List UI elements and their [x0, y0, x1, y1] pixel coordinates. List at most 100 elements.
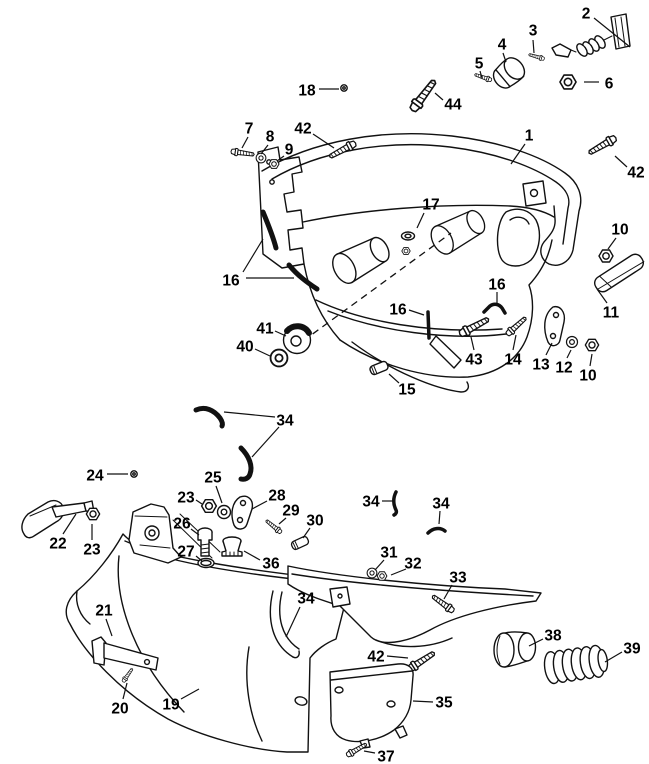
part-label-14-20: 14: [504, 352, 522, 369]
leader-line-part-25: [215, 485, 223, 504]
part-label-13-21: 13: [532, 357, 550, 374]
leader-line-part-34: [438, 510, 441, 525]
left-mount-bracket: [257, 146, 305, 269]
part-label-7-8: 7: [245, 121, 254, 138]
leader-line-part-34: [251, 426, 280, 458]
part-label-10-13: 10: [611, 222, 628, 239]
washer-part-8: [255, 152, 267, 164]
part-label-38-51: 38: [544, 628, 562, 645]
part-label-34-39: 34: [362, 494, 380, 511]
water-tube-guide-a: [332, 236, 390, 284]
leader-lines-layer: [62, 17, 631, 754]
leader-line-part-20: [122, 682, 128, 700]
leader-line-part-27: [195, 555, 203, 562]
mount-hole-17: [400, 231, 416, 256]
leader-line-part-19: [180, 688, 200, 700]
nut-part-23-right: [200, 498, 218, 514]
part-label-39-52: 39: [623, 641, 641, 658]
leader-line-part-32: [390, 568, 407, 576]
part-label-26-33: 26: [173, 516, 191, 533]
screw-part-7: [230, 147, 256, 159]
nut-part-6: [559, 74, 577, 90]
part-label-21-44: 21: [95, 603, 113, 620]
part-label-27-34: 27: [177, 544, 194, 561]
part-label-44-5: 44: [444, 97, 462, 114]
clip-16-right: [482, 302, 507, 315]
tube-34-upper-b: [238, 445, 254, 482]
grommet-part-24: [130, 470, 138, 478]
leader-line-part-15: [388, 373, 400, 384]
part-label-42-12: 42: [627, 165, 644, 182]
bellows-part-39: [543, 644, 609, 685]
leader-line-part-33: [443, 584, 453, 600]
sleeve-part-30: [289, 534, 311, 552]
leader-line-part-9: [276, 155, 285, 162]
part-label-16-17: 16: [389, 302, 407, 319]
inner-plate-part-35: [329, 663, 414, 749]
part-label-20-45: 20: [111, 701, 128, 718]
part-label-31-41: 31: [380, 545, 398, 562]
leader-line-part-35: [412, 700, 434, 703]
leader-line-part-5: [479, 70, 483, 79]
part-label-43-19: 43: [465, 352, 483, 369]
leader-line-part-41: [274, 330, 287, 337]
part-label-19-46: 19: [162, 697, 180, 714]
leader-line-part-11: [596, 288, 608, 304]
part-label-42-48: 42: [367, 649, 384, 666]
part-label-28-35: 28: [268, 488, 286, 505]
leader-line-part-38: [528, 638, 544, 647]
part-label-10-23: 10: [579, 368, 596, 385]
leader-line-part-10: [607, 237, 617, 250]
leader-line-part-14: [512, 334, 517, 351]
sleeve-part-38: [493, 631, 537, 668]
part-label-4-2: 4: [498, 37, 507, 54]
front-strut: [128, 503, 221, 564]
part-label-30-37: 30: [306, 513, 323, 530]
leader-line-part-42: [614, 155, 628, 168]
nut-part-32: [376, 571, 388, 581]
part-label-5-3: 5: [475, 56, 484, 73]
screw-part-29: [263, 517, 284, 536]
leader-line-part-43: [470, 336, 475, 351]
part-label-33-43: 33: [449, 570, 467, 587]
leader-line-part-16: [242, 238, 264, 273]
water-tube-16-mid: [426, 310, 431, 340]
leader-line-part-16: [408, 309, 425, 316]
leader-line-part-26: [190, 528, 200, 536]
shift-lever-part-11: [593, 253, 645, 293]
part-label-9-10: 9: [285, 142, 294, 159]
part-label-35-49: 35: [435, 695, 453, 712]
part-label-37-50: 37: [377, 749, 394, 764]
upper-exhaust-housing: [257, 132, 582, 393]
washer-part-25: [216, 504, 232, 520]
water-tube-part-34: [269, 590, 300, 659]
screw-part-37: [344, 740, 369, 759]
leader-line-part-44: [434, 92, 444, 101]
leader-line-part-4: [502, 52, 507, 63]
leader-line-part-22: [62, 513, 77, 535]
leader-line-part-34: [223, 411, 276, 418]
leader-line-part-39: [604, 651, 623, 663]
part-label-34-27: 34: [276, 413, 294, 430]
leader-line-part-13: [545, 342, 553, 356]
part-label-34-47: 34: [297, 591, 315, 608]
part-label-15-26: 15: [398, 382, 416, 399]
part-label-1-11: 1: [525, 128, 534, 145]
leader-line-part-34: [285, 606, 301, 638]
grommet-part-36: [221, 536, 243, 557]
part-label-18-6: 18: [298, 83, 316, 100]
part-label-17-16: 17: [422, 197, 439, 214]
clip-34-mid-left: [392, 490, 399, 517]
leader-line-part-2: [593, 17, 631, 48]
leader-line-part-30: [302, 527, 311, 539]
part-label-3-1: 3: [529, 23, 538, 40]
part-label-24-28: 24: [86, 468, 104, 485]
bracket-part-28: [231, 495, 254, 530]
part-label-2-0: 2: [582, 6, 591, 23]
part-label-16-18: 16: [488, 277, 506, 294]
nut-part-10-upper: [598, 249, 614, 263]
assembly-axis-dashed-line: [302, 232, 452, 342]
